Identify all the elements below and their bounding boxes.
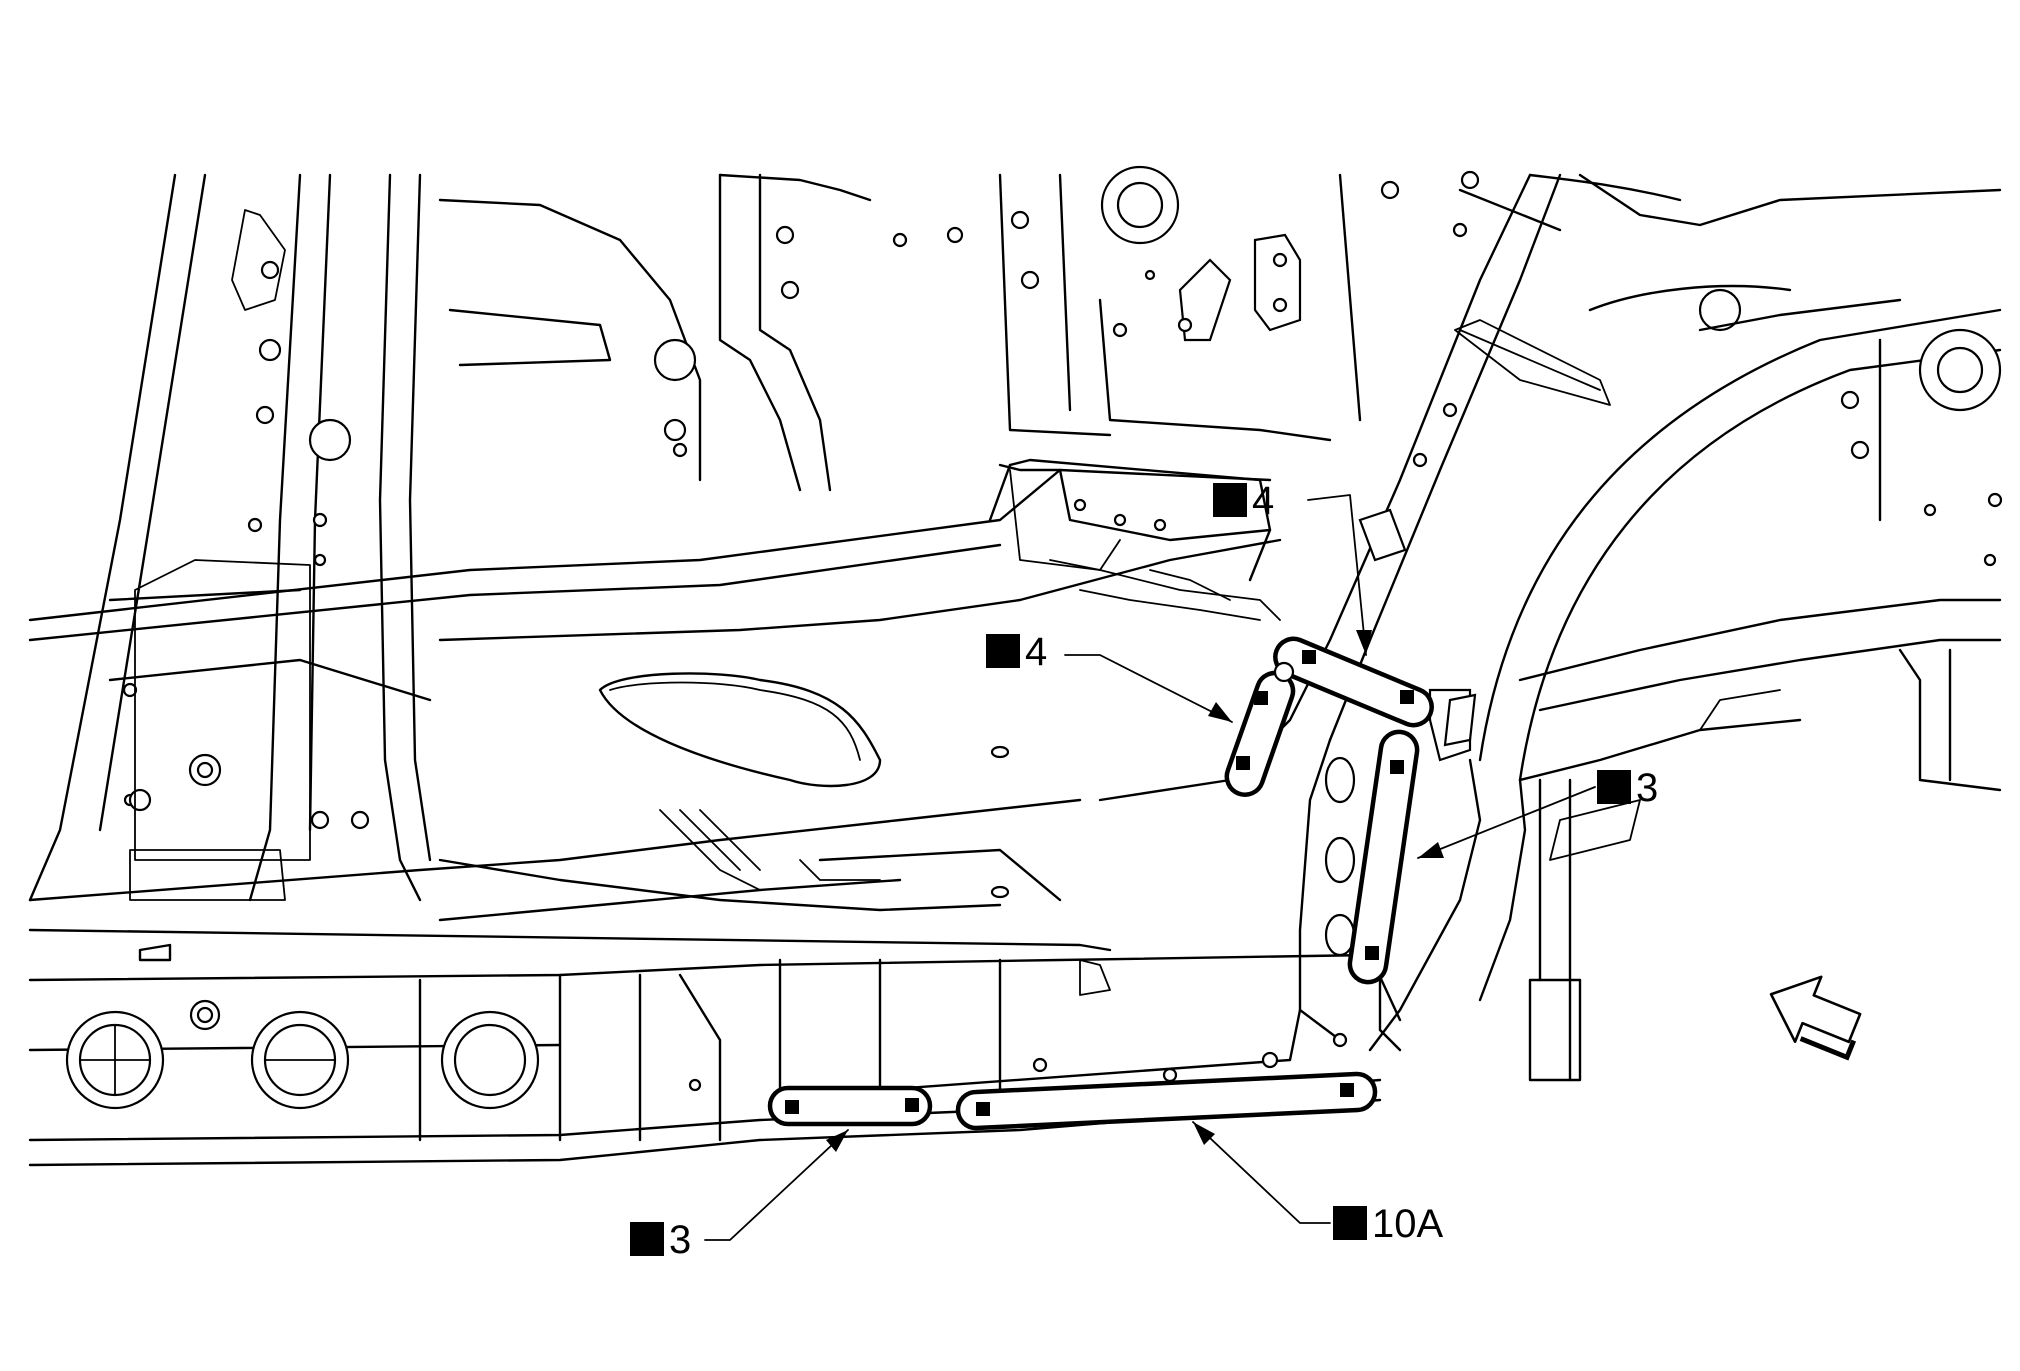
leader-3-right xyxy=(1417,786,1596,859)
floor-panel xyxy=(28,463,1282,922)
weld-band-bottom-long xyxy=(955,1071,1378,1131)
weld-band-diagonal xyxy=(1224,670,1296,797)
rear-wheel-arch xyxy=(1098,173,2003,1082)
leader-10a xyxy=(1192,1121,1331,1224)
leader-4-mid xyxy=(1064,654,1233,723)
crossmember xyxy=(988,458,1281,621)
leader-lines xyxy=(704,494,1596,1241)
callout-text: 3 xyxy=(1636,766,1658,810)
callout-text: 3 xyxy=(669,1218,691,1262)
callout-4-upper: 4 xyxy=(1213,479,1274,523)
callout-text: 4 xyxy=(1025,630,1047,674)
weld-band-upper xyxy=(1273,636,1434,728)
callout-text: 10A xyxy=(1372,1202,1443,1246)
weld-band-vertical xyxy=(1347,729,1420,985)
callout-4-mid: 4 xyxy=(986,630,1047,674)
leader-4-upper xyxy=(1307,494,1372,656)
marker-square-icon xyxy=(1333,1206,1367,1240)
callout-3-bottom: 3 xyxy=(630,1218,691,1262)
callout-text: 4 xyxy=(1252,479,1274,523)
leader-3-bottom xyxy=(704,1129,849,1241)
rear-upper-panels xyxy=(438,165,1480,492)
callout-labels: 4 4 3 3 10A xyxy=(630,479,1658,1262)
marker-square-icon xyxy=(1597,770,1631,804)
left-pillar xyxy=(28,173,432,902)
callout-10a: 10A xyxy=(1333,1202,1443,1246)
side-sill xyxy=(28,928,1402,1167)
front-direction-arrow-icon xyxy=(1769,975,1862,1061)
weld-band-bottom-left xyxy=(767,1085,933,1127)
marker-square-icon xyxy=(630,1222,664,1256)
marker-square-icon xyxy=(986,634,1020,668)
weld-bands xyxy=(767,636,1477,1131)
callout-3-right: 3 xyxy=(1597,766,1658,810)
marker-square-icon xyxy=(1213,483,1247,517)
